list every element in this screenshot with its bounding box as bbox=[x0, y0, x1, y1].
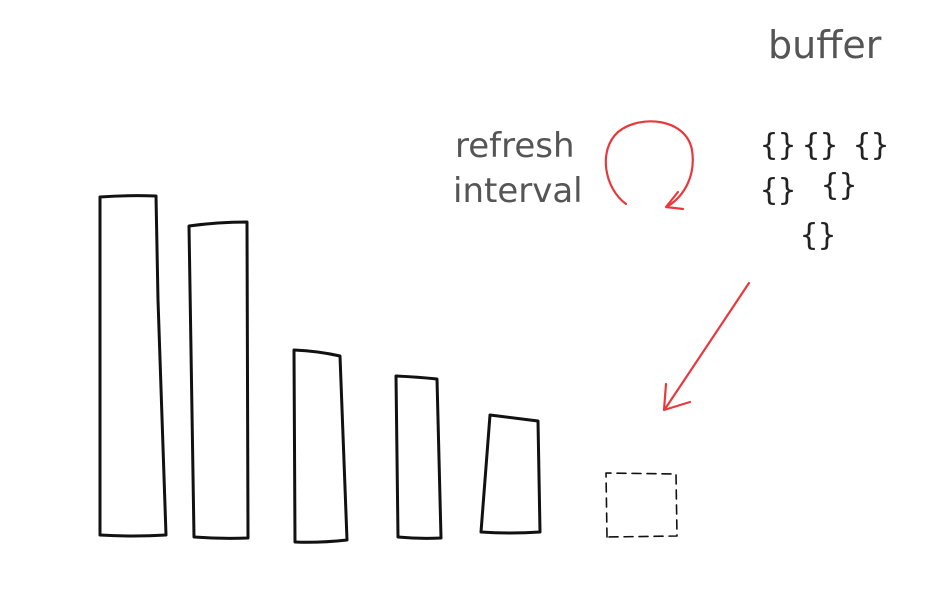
interval-label: interval bbox=[453, 171, 583, 211]
bar-2 bbox=[187, 220, 250, 540]
buffer-items: {} {} {} {} {} {} bbox=[760, 128, 889, 253]
buffer-item: {} bbox=[760, 173, 796, 208]
bar-4 bbox=[394, 374, 443, 540]
bar-5 bbox=[479, 413, 542, 535]
bar-1 bbox=[98, 194, 168, 538]
buffer-item: {} bbox=[800, 218, 836, 253]
refresh-label: refresh bbox=[455, 126, 575, 166]
bar-3 bbox=[292, 348, 349, 544]
bar-group bbox=[98, 194, 678, 544]
buffer-item: {} bbox=[821, 168, 857, 203]
bar-6 bbox=[605, 472, 678, 538]
buffer-item: {} bbox=[802, 128, 838, 163]
refresh-cycle-icon bbox=[604, 120, 694, 211]
buffer-item: {} bbox=[760, 128, 796, 163]
flow-arrow-icon bbox=[662, 281, 751, 412]
buffer-label: buffer bbox=[768, 23, 882, 67]
buffer-item: {} bbox=[853, 128, 889, 163]
